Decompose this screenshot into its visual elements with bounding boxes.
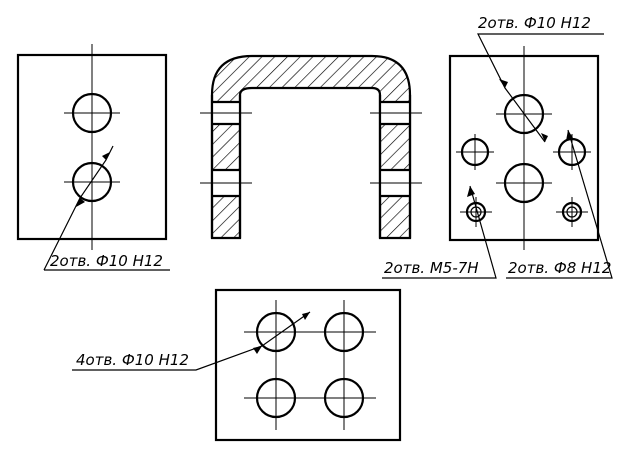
left-leader-arrow [76,198,85,207]
top-right-holes-label: 2отв. Ф10 Н12 [478,14,591,32]
bottom-hole-1 [255,311,297,353]
top-right-leader [477,33,604,143]
top-right-leader-arrow [499,79,508,88]
left-view: 2отв. Ф10 Н12 [16,44,170,271]
bottom-holes-label: 4отв. Ф10 Н12 [76,351,189,369]
small-holes-leader-arrow [566,130,573,141]
small-holes-leader [506,129,613,279]
left-holes-label: 2отв. Ф10 Н12 [50,252,163,270]
bottom-hole-4 [323,377,365,419]
bottom-view: 4отв. Ф10 Н12 [72,288,402,442]
bottom-leader-arrow-2 [302,312,310,320]
bottom-leader-arrow [253,346,262,354]
bottom-leader [72,311,311,371]
right-view: 2отв. Ф10 Н12 2отв. М5-7Н 2отв. Ф8 Н12 [382,14,613,279]
threaded-leader-arrow [467,186,475,197]
bottom-plate-outline [214,288,402,442]
threaded-leader [382,185,497,279]
bottom-hole-3 [255,377,297,419]
small-holes-label: 2отв. Ф8 Н12 [508,259,611,277]
middle-section-view [200,54,422,240]
bottom-hole-2 [323,311,365,353]
left-leader-arrow-2 [102,152,110,160]
top-right-leader-arrow-2 [541,133,548,142]
threaded-holes-label: 2отв. М5-7Н [384,259,479,277]
